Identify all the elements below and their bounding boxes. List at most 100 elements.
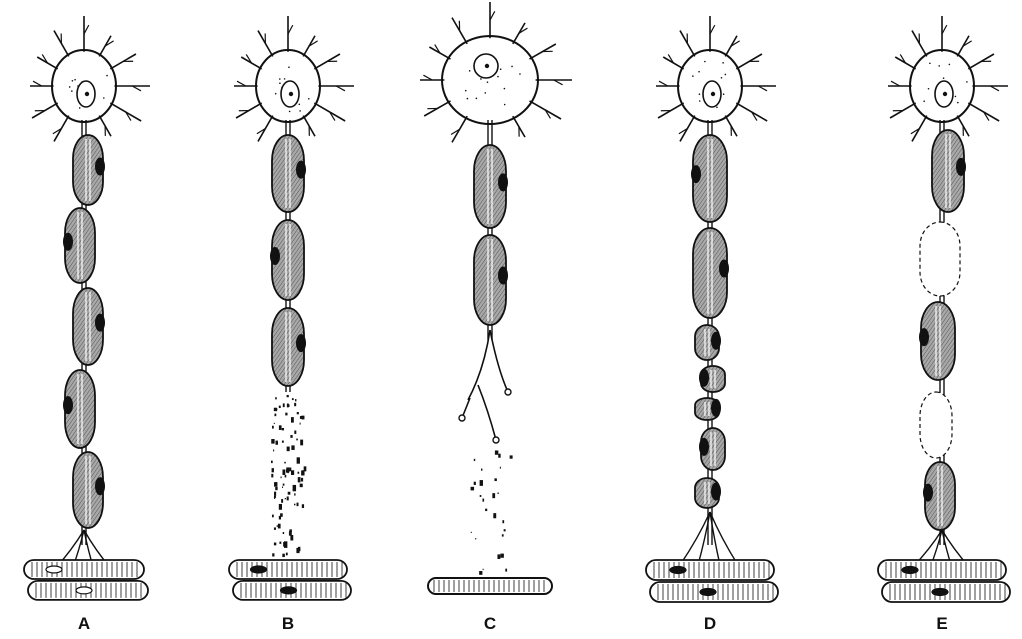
nissl-speck xyxy=(69,86,71,88)
panel-e xyxy=(878,16,1010,602)
nissl-speck xyxy=(699,100,701,102)
myelin-debris xyxy=(289,529,292,532)
myelin-debris xyxy=(474,459,475,461)
myelin-debris xyxy=(274,527,276,529)
myelin-debris xyxy=(497,554,500,559)
schwann-nucleus xyxy=(923,484,933,502)
myelin-debris xyxy=(278,524,281,529)
schwann-nucleus xyxy=(711,332,721,350)
myelin-debris xyxy=(510,455,513,458)
nissl-speck xyxy=(74,79,76,81)
atrophic-muscle-fiber xyxy=(428,578,552,594)
panel-label-d: D xyxy=(690,614,730,634)
myelin-debris xyxy=(471,487,474,491)
nissl-speck xyxy=(721,77,723,79)
myelin-debris xyxy=(302,470,304,473)
muscle-nucleus xyxy=(902,567,918,574)
nissl-speck xyxy=(723,93,725,95)
nissl-speck xyxy=(716,107,718,109)
muscle-nucleus xyxy=(670,567,686,574)
nissl-speck xyxy=(949,64,951,66)
myelin-debris xyxy=(493,513,496,518)
myelin-debris xyxy=(271,461,273,463)
myelin-debris xyxy=(301,478,303,482)
myelin-debris xyxy=(298,547,301,551)
myelin-debris xyxy=(294,504,295,506)
nissl-speck xyxy=(79,107,81,109)
panel-label-a: A xyxy=(64,614,104,634)
myelin-debris xyxy=(274,497,275,499)
myelin-debris xyxy=(282,441,284,443)
myelin-debris xyxy=(492,493,495,498)
myelin-debris xyxy=(285,475,287,477)
nissl-speck xyxy=(699,93,701,95)
schwann-nucleus xyxy=(719,260,729,278)
growth-cone xyxy=(493,437,499,443)
myelin-debris xyxy=(275,487,277,490)
nissl-speck xyxy=(722,62,724,64)
nucleolus xyxy=(711,92,715,96)
nissl-speck xyxy=(938,65,940,67)
myelin-debris xyxy=(500,467,501,469)
schwann-nucleus xyxy=(711,399,721,417)
myelin-debris xyxy=(495,450,498,454)
cell-body xyxy=(442,36,538,124)
schwann-nucleus xyxy=(498,267,508,285)
nissl-speck xyxy=(504,88,506,90)
panel-b xyxy=(229,16,354,600)
myelin-debris xyxy=(298,477,301,482)
axon-sprouts xyxy=(462,330,508,440)
nissl-speck xyxy=(284,78,286,80)
schwann-nucleus xyxy=(956,158,966,176)
myelin-debris xyxy=(277,525,278,526)
nissl-speck xyxy=(497,76,499,78)
myelin-debris xyxy=(300,416,303,419)
muscle-nucleus xyxy=(76,587,92,594)
myelin-debris xyxy=(302,504,304,508)
myelin-debris xyxy=(296,439,298,441)
nissl-speck xyxy=(289,111,291,113)
nucleolus xyxy=(85,92,89,96)
muscle-fiber xyxy=(646,560,774,580)
myelin-debris xyxy=(274,543,276,546)
myelin-debris xyxy=(475,538,476,539)
panel-label-b: B xyxy=(268,614,308,634)
myelin-debris xyxy=(291,417,294,423)
myelin-debris xyxy=(288,404,290,407)
nissl-speck xyxy=(487,81,489,83)
myelin-debris xyxy=(290,435,292,438)
schwann-nucleus xyxy=(699,438,709,456)
myelin-debris xyxy=(287,497,289,501)
panel-c xyxy=(420,2,572,594)
nissl-speck xyxy=(943,77,945,79)
nissl-speck xyxy=(929,63,931,65)
nissl-speck xyxy=(928,88,930,90)
nissl-speck xyxy=(288,66,290,68)
muscle-nucleus xyxy=(932,589,948,596)
nissl-speck xyxy=(467,98,469,100)
myelin-debris xyxy=(285,498,286,499)
panel-label-e: E xyxy=(922,614,962,634)
myelin-debris xyxy=(505,569,507,572)
schwann-nucleus xyxy=(498,173,508,191)
nissl-speck xyxy=(72,80,74,82)
myelin-debris xyxy=(471,532,472,533)
myelin-debris xyxy=(283,403,285,407)
panel-a xyxy=(24,16,150,600)
schwann-nucleus xyxy=(95,158,105,176)
schwann-nucleus xyxy=(63,233,73,251)
myelin-debris xyxy=(500,554,503,558)
nissl-speck xyxy=(480,78,482,80)
muscle-nucleus xyxy=(281,587,297,594)
myelin-debris xyxy=(497,492,498,493)
myelin-debris xyxy=(481,469,482,471)
myelin-debris xyxy=(271,474,273,478)
schwann-nucleus xyxy=(919,328,929,346)
nissl-speck xyxy=(279,78,281,80)
nissl-speck xyxy=(465,90,467,92)
nissl-speck xyxy=(298,103,300,105)
nissl-speck xyxy=(504,104,506,106)
muscle-nucleus xyxy=(46,566,62,573)
myelin-debris xyxy=(279,516,281,520)
